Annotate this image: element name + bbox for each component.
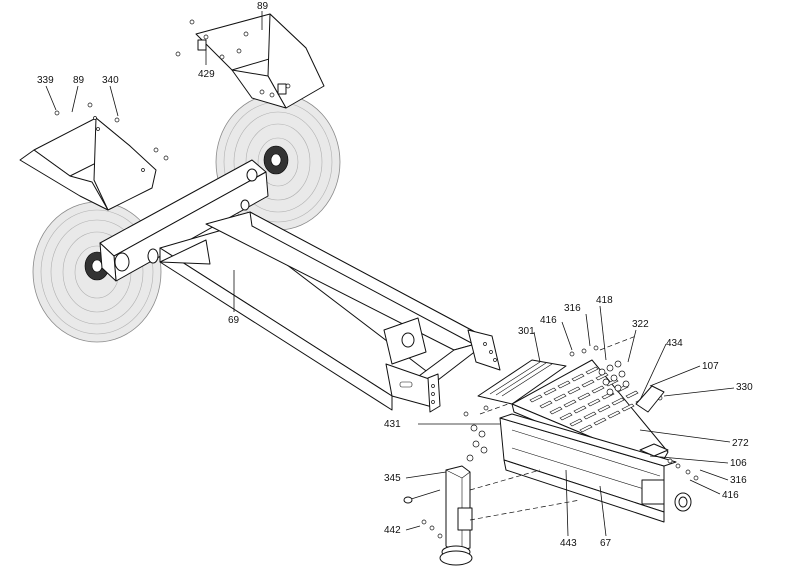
label-89-top: 89 xyxy=(257,1,269,12)
platform-slot xyxy=(549,406,563,415)
label-443: 443 xyxy=(560,538,577,549)
platform-slot xyxy=(559,412,573,421)
platform-slot xyxy=(577,392,591,401)
label-339: 339 xyxy=(37,75,54,86)
platform-slot xyxy=(563,399,577,408)
fender-left xyxy=(19,102,169,211)
platform-slot xyxy=(573,405,587,414)
label-429: 429 xyxy=(198,69,215,80)
platform-slot xyxy=(581,379,595,388)
label-272: 272 xyxy=(732,438,749,449)
platform-slot xyxy=(585,366,599,375)
platform-slot xyxy=(553,393,567,402)
platform-slot xyxy=(607,410,621,419)
platform-slot xyxy=(539,400,553,409)
label-67: 67 xyxy=(600,538,612,549)
label-301: 301 xyxy=(518,326,535,337)
platform-slot xyxy=(529,394,543,403)
platform-slot xyxy=(621,403,635,412)
platform-slot xyxy=(591,385,605,394)
trailer-frame xyxy=(159,211,501,413)
platform-slot xyxy=(557,380,571,389)
label-316-bot: 316 xyxy=(730,475,747,486)
callout-labels: 89 429 339 89 340 69 316 418 416 301 322… xyxy=(37,1,753,549)
label-316-top: 316 xyxy=(564,303,581,314)
platform-slot xyxy=(569,418,583,427)
platform-slot xyxy=(571,373,585,382)
label-431: 431 xyxy=(384,419,401,430)
jack-345 xyxy=(403,465,473,566)
platform-slot xyxy=(625,390,639,399)
label-106: 106 xyxy=(730,458,747,469)
label-330: 330 xyxy=(736,382,753,393)
tongue-box-67 xyxy=(499,413,692,523)
platform-slot xyxy=(593,417,607,426)
label-434: 434 xyxy=(666,338,683,349)
platform-slot xyxy=(611,397,625,406)
label-340: 340 xyxy=(102,75,119,86)
platform-slot xyxy=(587,398,601,407)
label-89-left: 89 xyxy=(73,75,85,86)
platform-slot xyxy=(543,387,557,396)
label-416-top: 416 xyxy=(540,315,557,326)
platform-slot xyxy=(579,424,593,433)
fender-right xyxy=(175,13,325,109)
label-69: 69 xyxy=(228,315,240,326)
platform-slot xyxy=(583,411,597,420)
label-416-bot: 416 xyxy=(722,490,739,501)
axle-beam xyxy=(99,159,269,282)
label-418: 418 xyxy=(596,295,613,306)
platform-slot xyxy=(567,386,581,395)
bolts-hardware xyxy=(463,345,699,481)
platform-slot xyxy=(597,404,611,413)
wear-plate-301 xyxy=(477,359,567,405)
leader-lines xyxy=(45,11,735,537)
assembly-lines xyxy=(469,335,637,521)
label-345: 345 xyxy=(384,473,401,484)
label-442: 442 xyxy=(384,525,401,536)
label-322: 322 xyxy=(632,319,649,330)
label-107: 107 xyxy=(702,361,719,372)
